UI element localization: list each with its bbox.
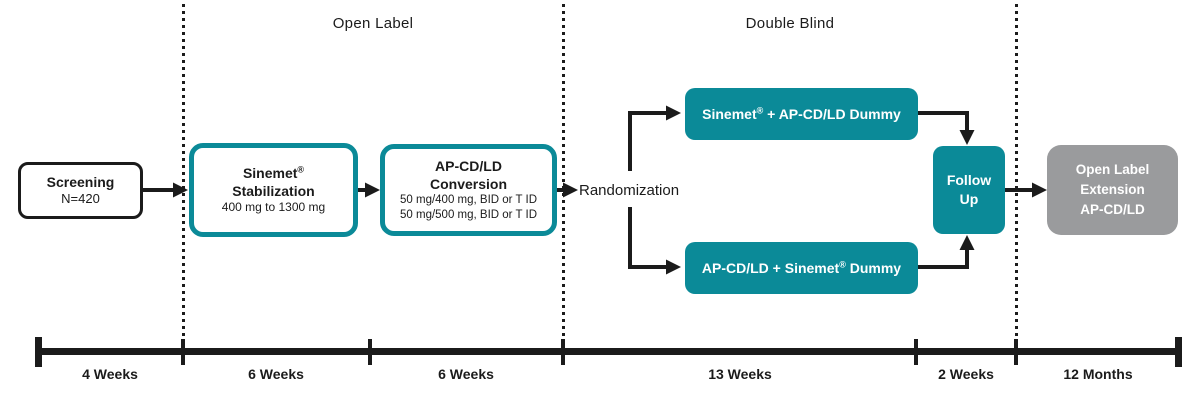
timeline-label-3: 6 Weeks bbox=[438, 366, 494, 382]
followup-box: Follow Up bbox=[933, 146, 1005, 234]
arrow-upper-to-followup bbox=[918, 111, 969, 131]
phase-divider-1 bbox=[182, 4, 185, 348]
timeline-axis bbox=[35, 337, 1182, 367]
timeline-label-6: 12 Months bbox=[1063, 366, 1133, 382]
stabilization-title: Stabilization bbox=[232, 183, 315, 200]
followup-line-2: Up bbox=[959, 191, 979, 207]
arrow-branch-lower bbox=[628, 207, 667, 269]
flow-arrows bbox=[142, 111, 1033, 269]
followup-line-1: Follow bbox=[946, 172, 992, 189]
extension-line-2: Extension bbox=[1080, 181, 1145, 197]
arrowhead-icon bbox=[959, 235, 975, 250]
registered-mark-icon: ® bbox=[297, 164, 305, 175]
phase-divider-3 bbox=[1015, 4, 1018, 348]
arm-upper-label: Sinemet® + AP-CD/LD Dummy bbox=[702, 105, 901, 124]
registered-mark-icon: ® bbox=[839, 258, 846, 269]
timeline-tick bbox=[1014, 339, 1018, 365]
arm-lower-post: Dummy bbox=[845, 259, 902, 276]
arrowhead-icon bbox=[959, 130, 975, 145]
conversion-box: AP-CD/LD Conversion 50 mg/400 mg, BID or… bbox=[380, 144, 557, 236]
arm-lower-box: AP-CD/LD + Sinemet® Dummy bbox=[685, 242, 918, 294]
timeline-label-1: 4 Weeks bbox=[82, 366, 138, 382]
screening-n: N=420 bbox=[61, 191, 100, 207]
timeline-tick bbox=[914, 339, 918, 365]
registered-mark-icon: ® bbox=[756, 104, 764, 115]
stabilization-brand: Sinemet® bbox=[243, 164, 304, 182]
timeline-end-cap bbox=[1175, 337, 1182, 367]
screening-title: Screening bbox=[46, 173, 115, 190]
conversion-title-2: Conversion bbox=[429, 176, 507, 193]
timeline-tick bbox=[368, 339, 372, 365]
timeline-start-cap bbox=[35, 337, 42, 367]
stabilization-dose: 400 mg to 1300 mg bbox=[221, 200, 326, 215]
arrowhead-icon bbox=[173, 182, 188, 198]
arm-upper-pre: Sinemet bbox=[702, 105, 757, 122]
arm-lower-label: AP-CD/LD + Sinemet® Dummy bbox=[702, 259, 901, 278]
phase-title-double-blind: Double Blind bbox=[745, 15, 835, 32]
arm-lower-pre: AP-CD/LD + Sinemet bbox=[701, 259, 840, 276]
extension-line-1: Open Label bbox=[1075, 161, 1150, 177]
screening-box: Screening N=420 bbox=[18, 162, 143, 219]
arrowhead-icon bbox=[666, 105, 681, 121]
extension-box: Open Label Extension AP-CD/LD bbox=[1047, 145, 1178, 235]
arm-upper-box: Sinemet® + AP-CD/LD Dummy bbox=[685, 88, 918, 140]
conversion-title-1: AP-CD/LD bbox=[435, 157, 502, 174]
timeline-bar bbox=[35, 348, 1182, 355]
timeline-label-5: 2 Weeks bbox=[938, 366, 994, 382]
arm-upper-post: + AP-CD/LD Dummy bbox=[763, 105, 901, 122]
arrow-lower-to-followup bbox=[918, 249, 969, 269]
phase-divider-2 bbox=[562, 4, 565, 348]
timeline-tick bbox=[561, 339, 565, 365]
arrow-branch-upper bbox=[628, 111, 667, 171]
brand-text: Sinemet bbox=[242, 165, 298, 182]
extension-line-3: AP-CD/LD bbox=[1080, 202, 1145, 218]
arrowhead-icon bbox=[1032, 182, 1047, 198]
arrowhead-icon bbox=[666, 259, 681, 275]
phase-title-open-label: Open Label bbox=[332, 15, 414, 32]
timeline-label-4: 13 Weeks bbox=[708, 366, 772, 382]
stabilization-box: Sinemet® Stabilization 400 mg to 1300 mg bbox=[189, 143, 358, 237]
conversion-dose-1: 50 mg/400 mg, BID or T ID bbox=[400, 194, 537, 207]
timeline-tick bbox=[181, 339, 185, 365]
arrowhead-icon bbox=[365, 182, 380, 198]
timeline-label-2: 6 Weeks bbox=[248, 366, 304, 382]
arrowhead-icon bbox=[563, 182, 578, 198]
randomization-label: Randomization bbox=[579, 182, 680, 199]
arrowheads bbox=[173, 105, 1047, 275]
conversion-dose-2: 50 mg/500 mg, BID or T ID bbox=[400, 209, 537, 222]
